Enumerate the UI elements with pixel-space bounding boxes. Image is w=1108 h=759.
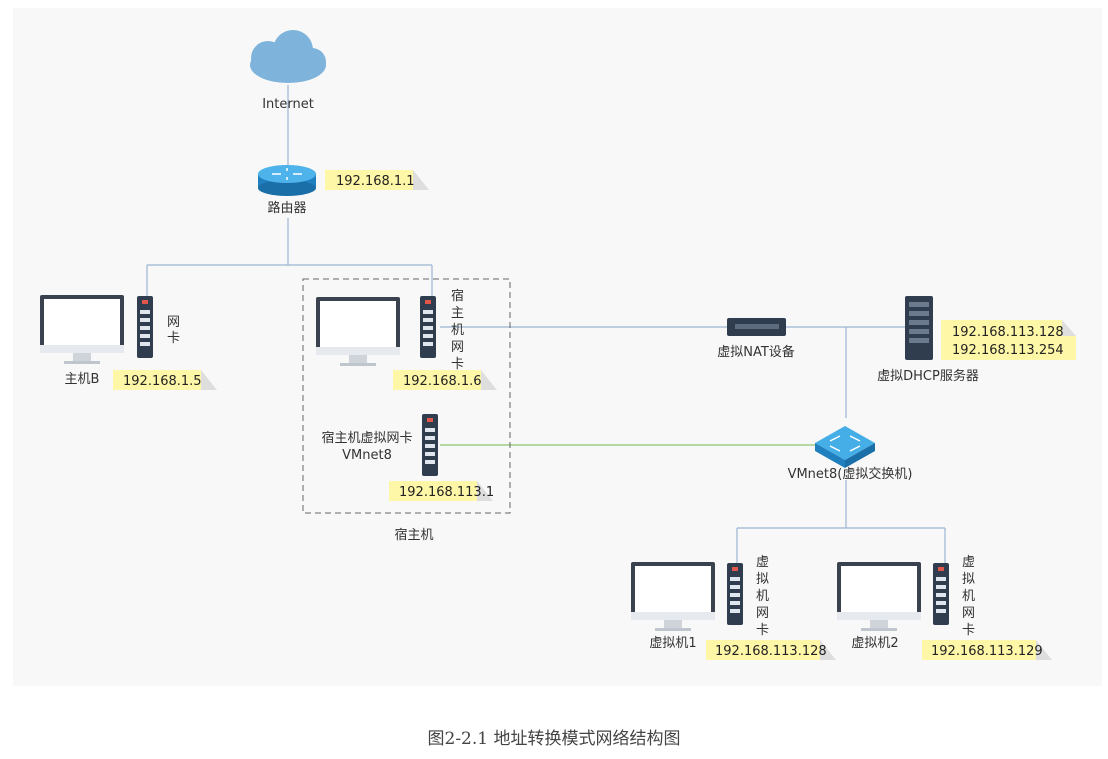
host-group-label: 宿主机 (394, 527, 433, 543)
svg-text:192.168.113.129: 192.168.113.129 (931, 644, 1043, 659)
router-ip-note: 192.168.1.1 (325, 170, 429, 190)
router-label: 路由器 (267, 200, 306, 216)
host-nic-label: 宿主机网卡 (451, 288, 464, 372)
host-nic-icon (420, 296, 436, 358)
svg-text:192.168.1.6: 192.168.1.6 (403, 374, 482, 389)
svg-text:192.168.113.128: 192.168.113.128 (952, 325, 1064, 340)
vm2-nic-icon (933, 563, 949, 625)
vm1-nic-icon (727, 563, 743, 625)
vm2-ip-note: 192.168.113.129 (922, 640, 1052, 660)
host-b-label: 主机B (65, 372, 100, 387)
nat-device-icon (727, 318, 786, 336)
switch-icon (815, 426, 875, 468)
host-b-ip-note: 192.168.1.5 (113, 370, 217, 390)
router-icon (258, 165, 316, 196)
connections (146, 85, 946, 564)
host-vnic-icon (422, 414, 438, 476)
vm1-label: 虚拟机1 (649, 636, 696, 651)
host-group-box (302, 278, 511, 514)
svg-text:192.168.113.1: 192.168.113.1 (399, 485, 494, 500)
vmnet8-switch-label: VMnet8(虚拟交换机) (788, 466, 913, 482)
host-b-nic-label: 网卡 (167, 315, 180, 346)
cloud-icon (250, 30, 326, 83)
nat-label: 虚拟NAT设备 (717, 344, 795, 360)
host-ip-note: 192.168.1.6 (393, 370, 497, 390)
vm2-nic-label: 虚拟机网卡 (962, 555, 975, 638)
host-vnic-ip-note: 192.168.113.1 (389, 481, 494, 501)
svg-text:192.168.113.254: 192.168.113.254 (952, 343, 1064, 358)
svg-text:192.168.113.128: 192.168.113.128 (715, 644, 827, 659)
svg-text:192.168.1.5: 192.168.1.5 (123, 374, 202, 389)
vm1-ip-note: 192.168.113.128 (706, 640, 836, 660)
vm2-label: 虚拟机2 (851, 636, 898, 651)
dhcp-label: 虚拟DHCP服务器 (877, 368, 979, 384)
vm1-nic-label: 虚拟机网卡 (756, 555, 769, 638)
dhcp-ip-note: 192.168.113.128 192.168.113.254 (941, 320, 1076, 360)
dhcp-server-icon (905, 296, 933, 360)
host-vnic-label-2: VMnet8 (342, 448, 392, 463)
figure-caption: 图2-2.1 地址转换模式网络结构图 (427, 729, 681, 749)
host-b-nic-icon (137, 296, 153, 358)
internet-label: Internet (262, 97, 314, 112)
svg-text:192.168.1.1: 192.168.1.1 (336, 174, 415, 189)
host-vnic-label-1: 宿主机虚拟网卡 (321, 430, 412, 446)
